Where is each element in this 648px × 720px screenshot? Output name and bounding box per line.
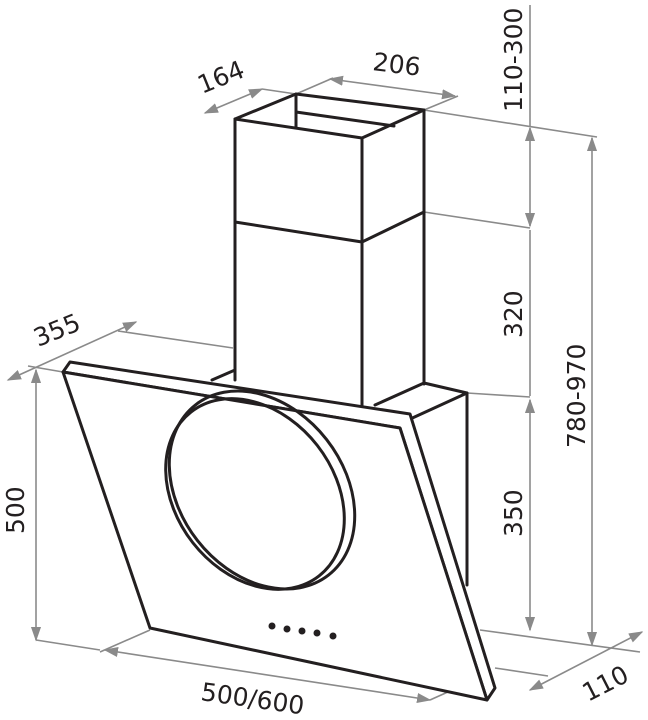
ext-line-top (423, 109, 598, 138)
hood-back-box-edge (406, 391, 469, 422)
dim-line-206 (328, 75, 457, 100)
dimension-lines (6, 5, 644, 704)
control-button-5[interactable] (329, 632, 337, 640)
ext-line (423, 211, 531, 229)
control-button-2[interactable] (283, 625, 291, 633)
ext-line (261, 88, 297, 95)
dim-line-164 (203, 88, 264, 114)
ext-line-bottom (479, 629, 641, 653)
hood-front-panel (61, 370, 489, 702)
label-780-970: 780-970 (562, 344, 591, 448)
ext-line (35, 639, 101, 651)
label-500: 500 (1, 486, 30, 534)
hood-filter-circle-rim (167, 389, 357, 591)
ext-line (27, 365, 64, 373)
control-button-4[interactable] (313, 629, 321, 637)
chimney-inner-edge (294, 110, 396, 128)
ext-line (466, 392, 531, 398)
ext-line (117, 330, 234, 349)
chimney (233, 92, 426, 410)
hood-back-edge (210, 368, 237, 382)
chimney-joint (233, 210, 426, 244)
ext-line (99, 629, 151, 653)
label-164: 164 (193, 55, 248, 100)
label-110: 110 (578, 660, 634, 708)
dim-line-355 (6, 321, 138, 381)
dim-line-110 (528, 631, 644, 691)
label-110-300: 110-300 (499, 8, 528, 112)
label-355: 355 (29, 308, 84, 353)
hood-body (61, 360, 497, 702)
control-buttons (268, 622, 337, 640)
dim-line-500-600 (103, 646, 432, 704)
hood-filter-circle (164, 397, 346, 591)
ext-line (494, 667, 549, 677)
label-500-600: 500/600 (199, 677, 306, 720)
control-button-1[interactable] (268, 622, 276, 630)
label-206: 206 (371, 47, 422, 82)
ext-line (295, 77, 334, 95)
control-button-3[interactable] (298, 627, 306, 635)
hood-back-box (373, 381, 469, 587)
ext-line (423, 95, 459, 111)
label-350: 350 (499, 489, 528, 537)
label-320: 320 (499, 290, 528, 338)
